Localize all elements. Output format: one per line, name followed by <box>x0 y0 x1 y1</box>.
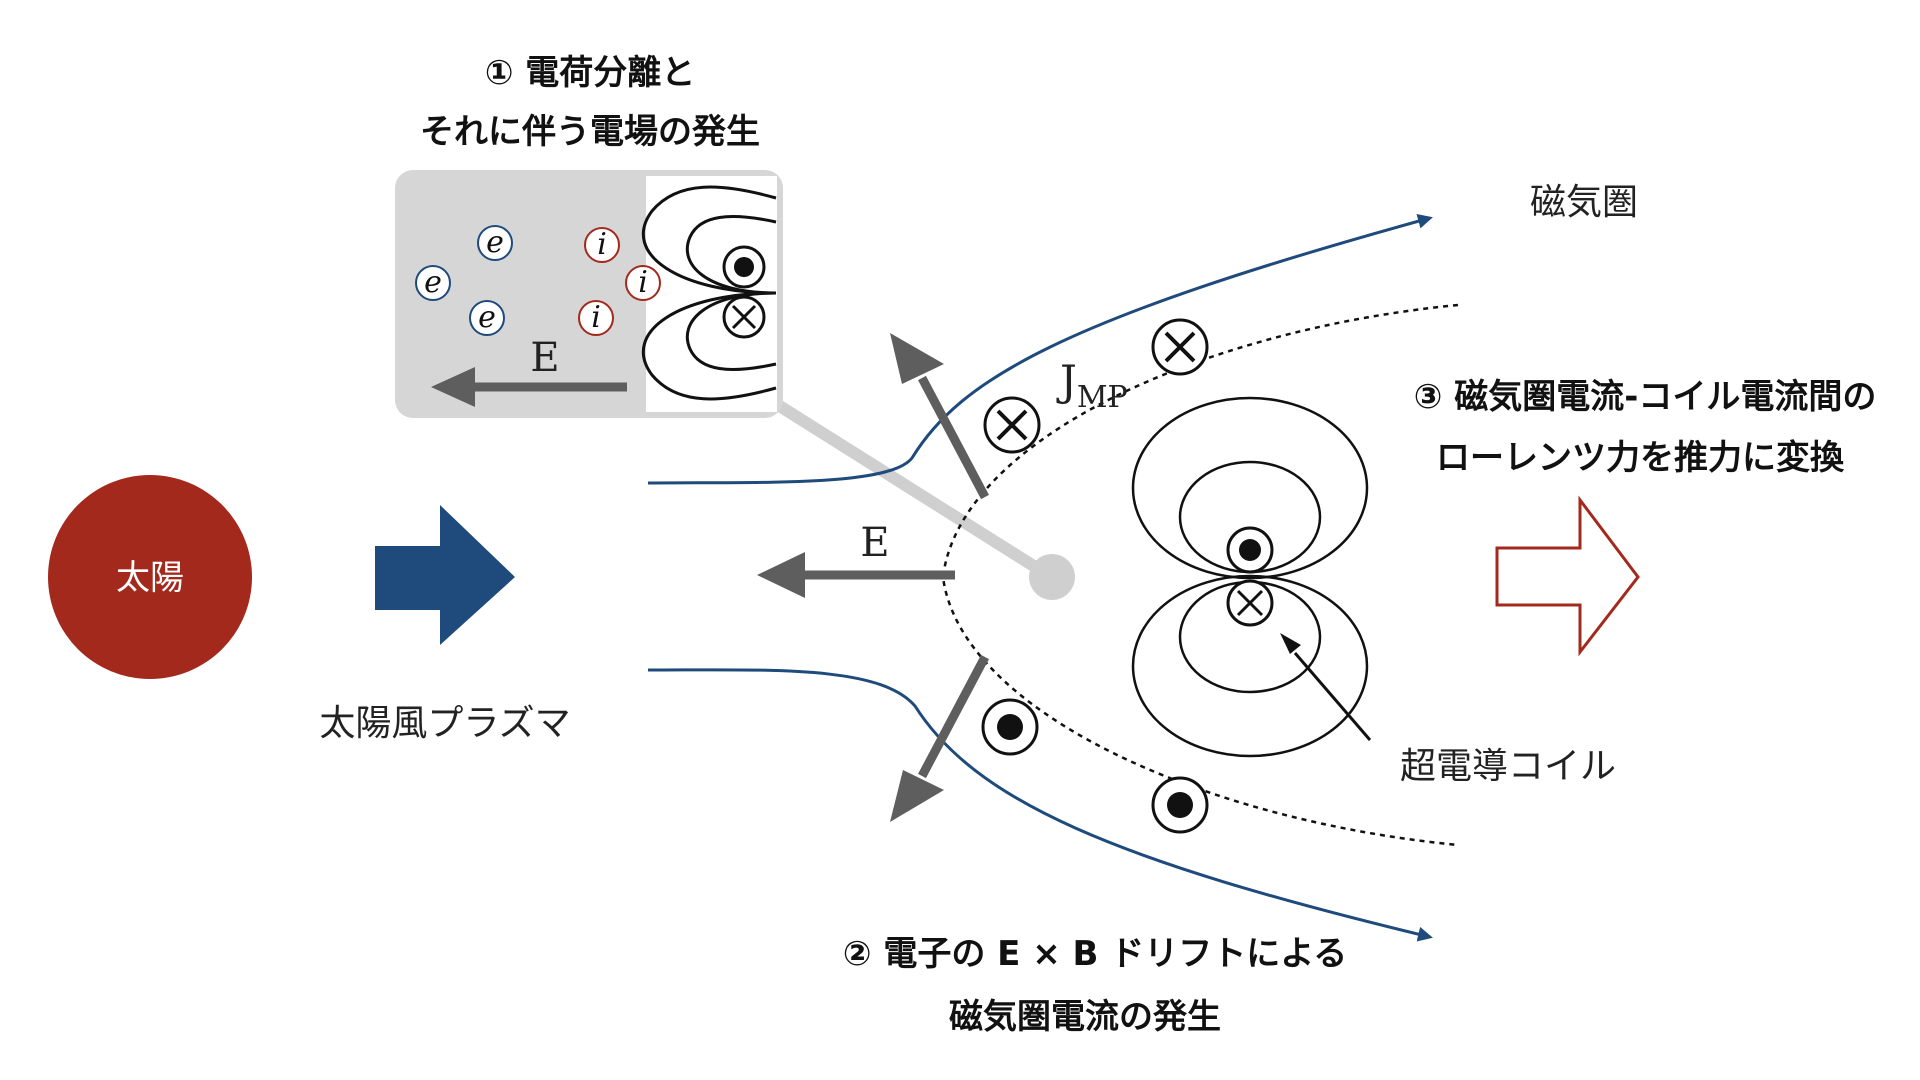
electron-particle: e <box>469 300 505 336</box>
step1-caption-line2: それに伴う電場の発生 <box>420 112 760 152</box>
electron-particle: e <box>415 265 451 301</box>
coil-pointer-arrow <box>1280 633 1372 741</box>
ion-label: i <box>638 265 648 300</box>
step1-caption-line1: ① 電荷分離と <box>485 53 696 93</box>
ion-label: i <box>591 300 601 335</box>
current-out-of-page-symbol <box>1151 776 1209 834</box>
solar-wind-label: 太陽風プラズマ <box>319 703 570 744</box>
inset-current-out-symbol <box>722 245 766 289</box>
electron-particle: e <box>477 225 513 261</box>
sun: 太陽 <box>48 475 252 679</box>
charge-separation-inset: e e e i i i E <box>395 170 783 418</box>
coil-dipole-field <box>1131 396 1369 758</box>
current-label: JMP <box>1056 356 1128 415</box>
magnetopause-point <box>1029 554 1075 600</box>
efield-arrow <box>757 552 955 598</box>
drift-arrow-down <box>890 654 989 822</box>
current-into-page-symbol <box>1151 318 1209 376</box>
ion-particle: i <box>625 265 661 301</box>
drift-arrow-up <box>890 333 989 500</box>
step2-caption-line2: 磁気圏電流の発生 <box>949 997 1221 1037</box>
magnetosphere-label: 磁気圏 <box>1530 182 1638 223</box>
coil-current-out-symbol <box>1226 526 1274 574</box>
step3-caption-line1: ③ 磁気圏電流-コイル電流間の <box>1414 377 1877 417</box>
magnetopause-boundary <box>941 303 1459 847</box>
current-label-main: J <box>1056 356 1077 405</box>
electron-label: e <box>478 300 496 335</box>
step2-caption-line1: ② 電子の E × B ドリフトによる <box>843 934 1348 974</box>
solar-wind-arrow <box>375 505 515 645</box>
electron-label: e <box>424 265 442 300</box>
current-out-of-page-symbol <box>981 698 1039 756</box>
step3-caption-line2: ローレンツ力を推力に変換 <box>1436 438 1845 478</box>
ion-label: i <box>597 227 607 262</box>
electron-label: e <box>486 225 504 260</box>
inset-efield-arrow <box>431 367 627 407</box>
inset-connector-line <box>772 399 1054 581</box>
inset-current-in-symbol <box>722 295 766 339</box>
efield-label: E <box>860 520 889 566</box>
thrust-arrow <box>1495 495 1640 657</box>
inset-efield-label: E <box>530 335 559 381</box>
magnetosphere-upper-line <box>647 213 1433 485</box>
coil-label: 超電導コイル <box>1400 746 1616 787</box>
current-into-page-symbol <box>983 396 1041 454</box>
ion-particle: i <box>584 227 620 263</box>
ion-particle: i <box>578 300 614 336</box>
sun-label: 太陽 <box>116 558 184 598</box>
current-label-sub: MP <box>1077 380 1128 415</box>
coil-current-in-symbol <box>1226 579 1274 627</box>
